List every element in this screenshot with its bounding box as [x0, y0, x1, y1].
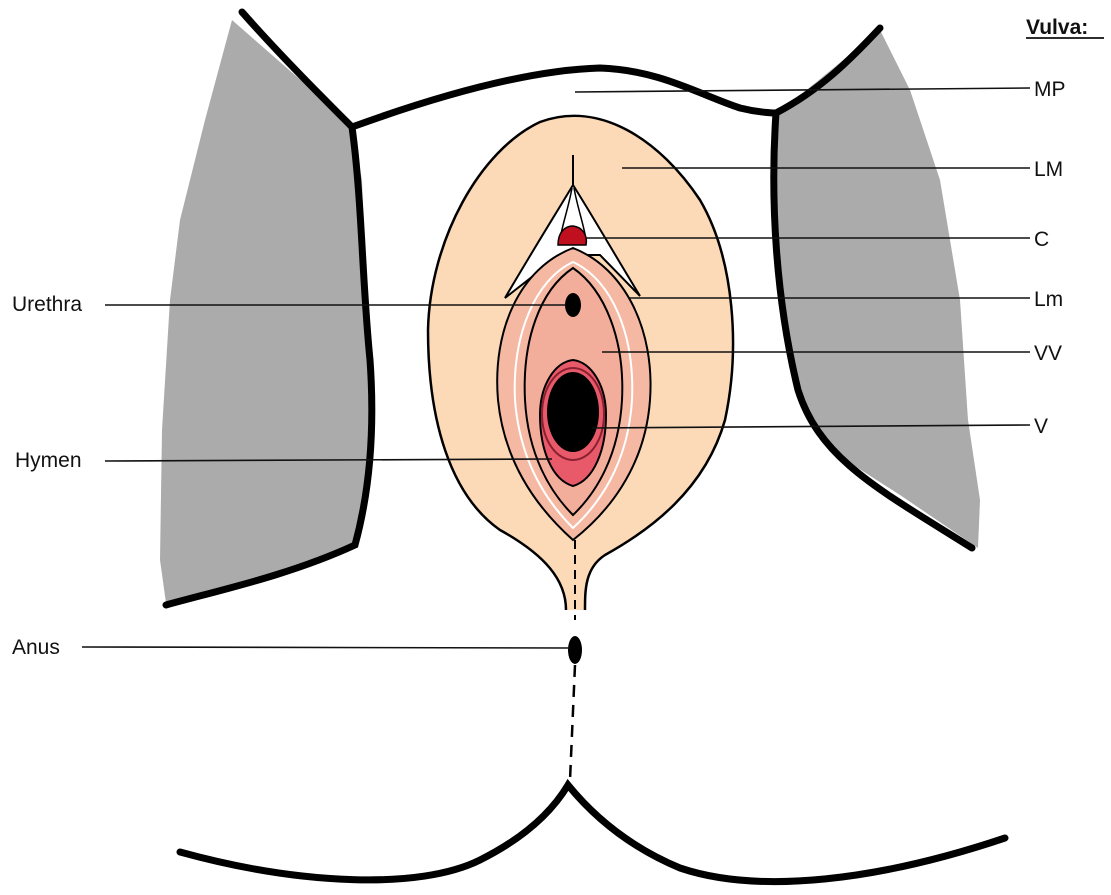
buttocks-outline [180, 785, 1005, 882]
label-v: V [1034, 415, 1048, 438]
right-thigh-shading [772, 30, 980, 548]
anus [568, 636, 582, 664]
label-anus: Anus [12, 636, 60, 659]
perineal-raphe-lower [570, 665, 575, 780]
label-lm-minora: Lm [1034, 288, 1063, 311]
label-hymen: Hymen [15, 449, 82, 472]
vaginal-opening [547, 372, 599, 452]
label-urethra: Urethra [12, 293, 82, 316]
leader-mp [575, 88, 1030, 92]
label-vv: VV [1034, 342, 1062, 365]
leader-anus [82, 647, 570, 648]
urethral-opening [565, 293, 581, 317]
label-mp: MP [1034, 78, 1066, 101]
label-lm-majora: LM [1034, 158, 1063, 181]
diagram-title: Vulva: [1026, 16, 1088, 39]
label-c: C [1034, 228, 1049, 251]
left-thigh-shading [160, 20, 372, 603]
